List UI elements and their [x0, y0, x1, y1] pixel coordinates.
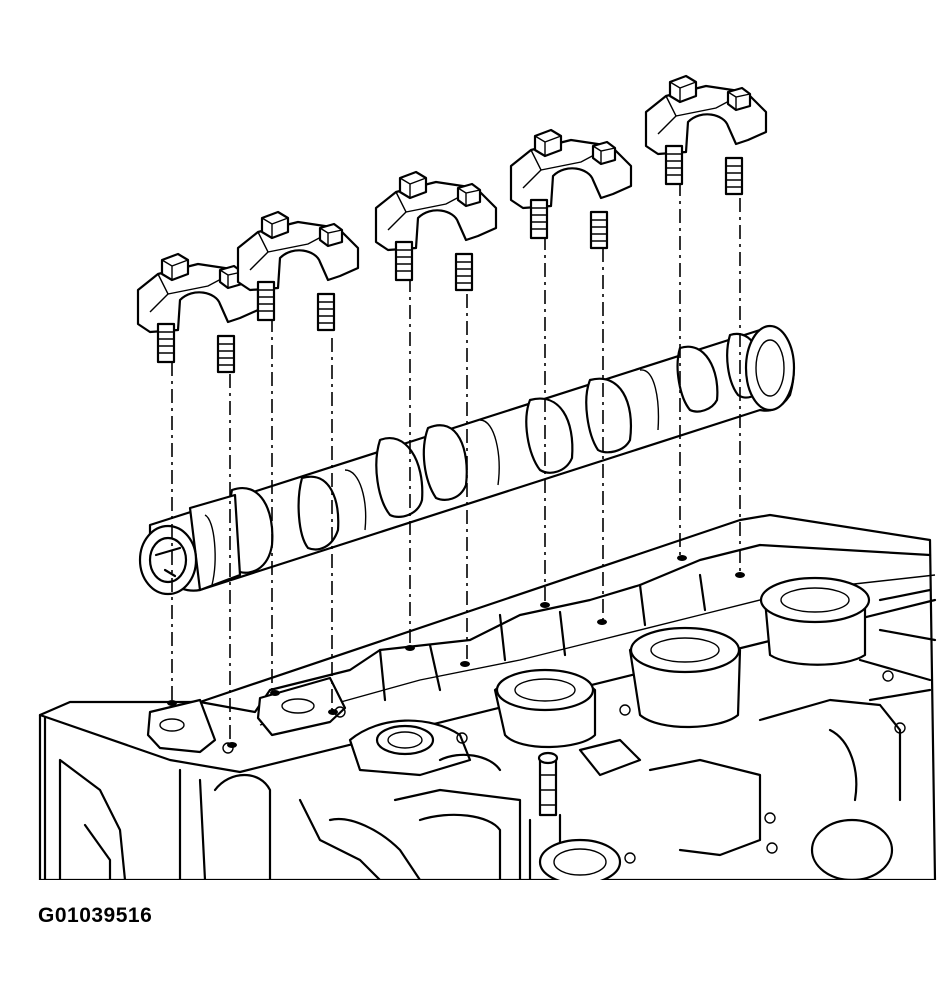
bearing-cap-3	[374, 170, 498, 292]
cam-lobe	[422, 424, 468, 501]
journal-saddle-6	[759, 576, 871, 666]
camshaft-exploded-diagram	[38, 74, 937, 880]
assembly-centerlines	[171, 182, 741, 745]
bearing-cap-5	[644, 74, 768, 196]
figure-id-label: G01039516	[38, 904, 153, 927]
cam-lobe	[676, 345, 719, 413]
journal-saddle-3	[348, 719, 472, 777]
cylinder-head	[38, 513, 937, 880]
bearing-cap-2	[236, 210, 360, 332]
journal-saddle-2	[256, 676, 347, 737]
cam-lobe	[297, 475, 340, 551]
cam-lobe	[525, 397, 574, 474]
journal-saddle-4	[493, 668, 631, 749]
journal-saddle-5	[628, 626, 742, 729]
bearing-cap-4	[509, 128, 633, 250]
journal-saddle-1	[146, 698, 234, 754]
camshaft	[138, 324, 796, 596]
cam-lobe	[585, 377, 632, 454]
